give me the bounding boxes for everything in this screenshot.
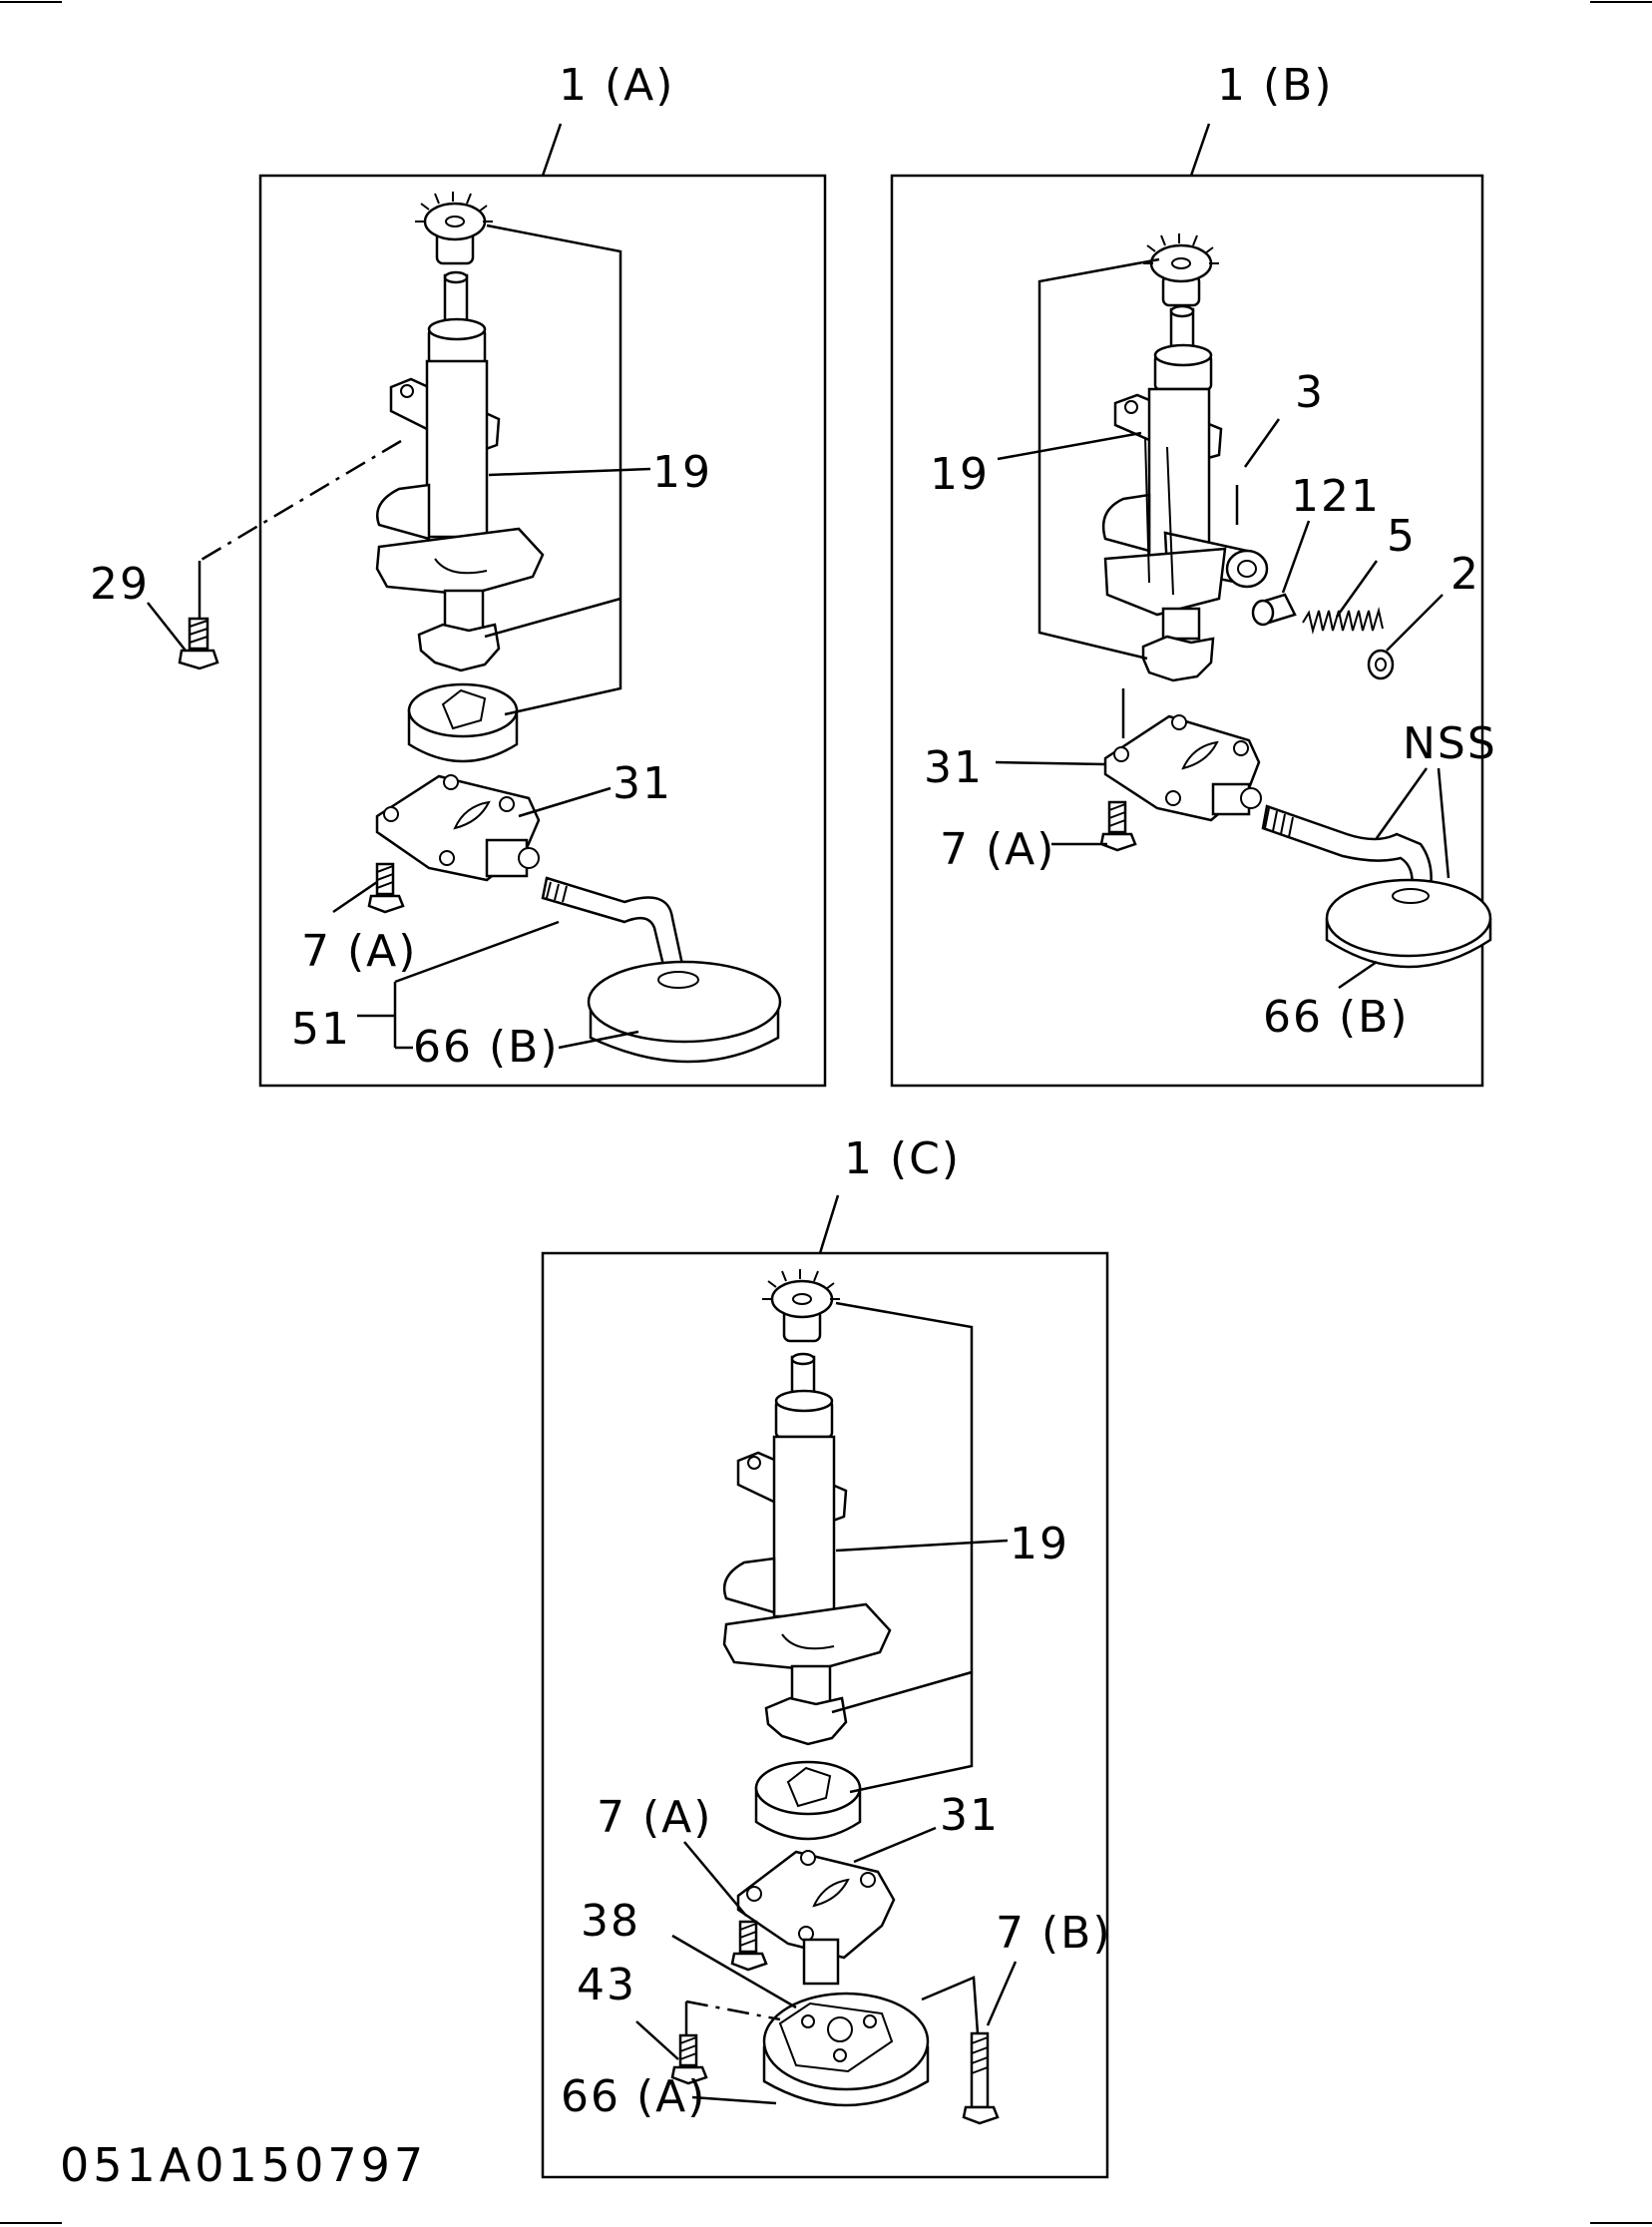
panel-a-label-19: 19: [652, 447, 712, 498]
panel-c-label-31: 31: [940, 1790, 1000, 1841]
panel-b-label-2: 2: [1450, 549, 1480, 600]
panel-a-label-31: 31: [613, 758, 672, 809]
panel-b-label-3: 3: [1295, 367, 1325, 418]
panel-a-title: 1 (A): [559, 60, 674, 111]
pump-housing: [375, 527, 545, 597]
panel-c-frame: [541, 1251, 1109, 2179]
outer-rotor: [754, 1760, 862, 1841]
panel-a-label-29: 29: [90, 559, 150, 610]
relief-plunger: [1251, 593, 1297, 627]
panel-b-label-121: 121: [1291, 471, 1381, 522]
bolt-7a: [730, 1920, 768, 1972]
inner-rotor: [764, 1696, 848, 1746]
panel-b-label-19: 19: [930, 449, 990, 500]
panel-c: 1 (C) 19: [541, 1133, 1112, 2179]
pump-cover: [736, 1850, 896, 1986]
figure-code: 051A0150797: [60, 2138, 427, 2192]
panel-b-label-nss: NSS: [1403, 718, 1497, 769]
panel-a: 1 (A): [90, 60, 827, 1088]
inner-rotor: [417, 623, 501, 672]
panel-c-label-7b: 7 (B): [996, 1908, 1112, 1959]
panel-c-title: 1 (C): [844, 1133, 961, 1184]
pump-cover: [1103, 714, 1262, 822]
panel-b: 1 (B) 3 1: [890, 60, 1497, 1088]
bolt-43: [670, 2033, 708, 2085]
drive-gear: [762, 1269, 840, 1343]
panel-b-frame: [890, 174, 1484, 1088]
bolt-7b: [962, 2031, 1000, 2125]
pump-cover: [375, 774, 541, 882]
bolt-7a: [1099, 800, 1137, 852]
panel-a-label-51: 51: [291, 1004, 351, 1055]
panel-a-label-66b: 66 (B): [413, 1022, 560, 1073]
outer-rotor: [407, 682, 519, 763]
panel-b-label-31: 31: [924, 742, 984, 793]
panel-b-title: 1 (B): [1217, 60, 1334, 111]
relief-spring: [1302, 607, 1384, 635]
panel-c-label-19: 19: [1010, 1519, 1069, 1569]
panel-c-label-66a: 66 (A): [561, 2071, 706, 2122]
bolt-7a: [367, 862, 405, 914]
panel-c-label-38: 38: [581, 1896, 640, 1947]
panel-a-label-7a: 7 (A): [301, 926, 417, 977]
drive-gear: [415, 192, 493, 265]
drive-gear: [1143, 233, 1219, 307]
oil-strainer-pipe: [541, 876, 782, 1064]
oil-strainer-pipe: [1261, 804, 1492, 969]
panel-c-label-7a: 7 (A): [597, 1792, 712, 1843]
bolt-29: [178, 617, 219, 670]
oil-strainer-flat: [762, 1992, 930, 2107]
panel-b-label-66b: 66 (B): [1263, 992, 1410, 1043]
inner-rotor: [1141, 635, 1215, 682]
panel-b-label-7a: 7 (A): [940, 824, 1055, 875]
pump-housing: [722, 1602, 892, 1672]
panel-b-label-5: 5: [1387, 511, 1417, 562]
panel-c-label-43: 43: [577, 1960, 636, 2010]
